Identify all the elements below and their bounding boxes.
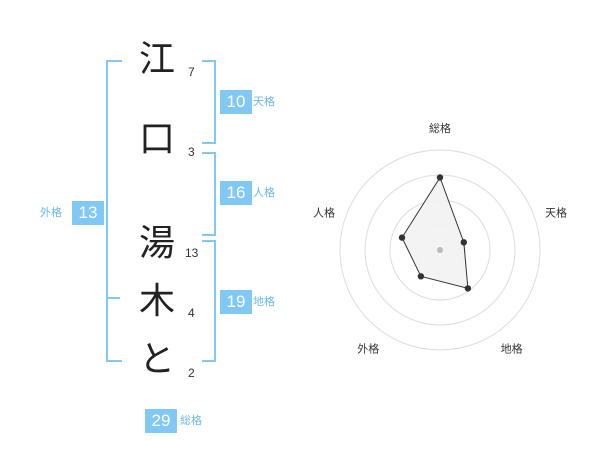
- character-4: 木: [138, 281, 175, 322]
- chikaku-value: 19: [220, 290, 252, 314]
- gaikaku-value: 13: [72, 201, 104, 225]
- chikaku-label: 地格: [253, 295, 275, 308]
- soukaku-label: 総格: [180, 414, 202, 427]
- character-3: 湯: [138, 223, 175, 264]
- tenkaku-bracket: [202, 60, 216, 144]
- radar-point-3: [464, 285, 472, 292]
- character-5: と: [138, 339, 175, 380]
- jinkaku-value: 16: [220, 181, 252, 205]
- radar-point-4: [417, 273, 425, 280]
- stroke-count-4: 4: [188, 306, 195, 320]
- gaikaku-bracket: [106, 60, 122, 362]
- stroke-count-2: 3: [188, 145, 195, 159]
- radar-center-dot: [437, 247, 443, 253]
- radar-grid-ring-4: [339, 149, 541, 351]
- stroke-count-1: 7: [188, 65, 195, 79]
- stroke-count-5: 2: [188, 366, 195, 380]
- gaikaku-bracket-tick: [106, 297, 120, 299]
- tenkaku-label: 天格: [253, 95, 275, 108]
- soukaku-value: 29: [145, 409, 177, 433]
- jinkaku-label: 人格: [253, 186, 275, 199]
- jinkaku-bracket: [202, 152, 216, 236]
- radar-axis-label-3: 地格: [501, 342, 523, 356]
- tenkaku-value: 10: [220, 90, 252, 114]
- radar-axis-label-4: 外格: [357, 342, 379, 356]
- character-1: 江: [138, 39, 175, 80]
- radar-point-1: [436, 174, 444, 181]
- gaikaku-label: 外格: [40, 206, 62, 219]
- chikaku-bracket: [202, 240, 216, 362]
- radar-point-5: [398, 234, 406, 241]
- radar-axis-label-2: 天格: [545, 205, 567, 219]
- radar-area: [401, 176, 469, 290]
- radar-point-2: [460, 239, 467, 246]
- stroke-count-3: 13: [185, 246, 199, 260]
- radar-axis-label-5: 人格: [313, 205, 335, 219]
- character-2: 口: [138, 119, 175, 160]
- radar-axis-label-1: 総格: [429, 121, 451, 135]
